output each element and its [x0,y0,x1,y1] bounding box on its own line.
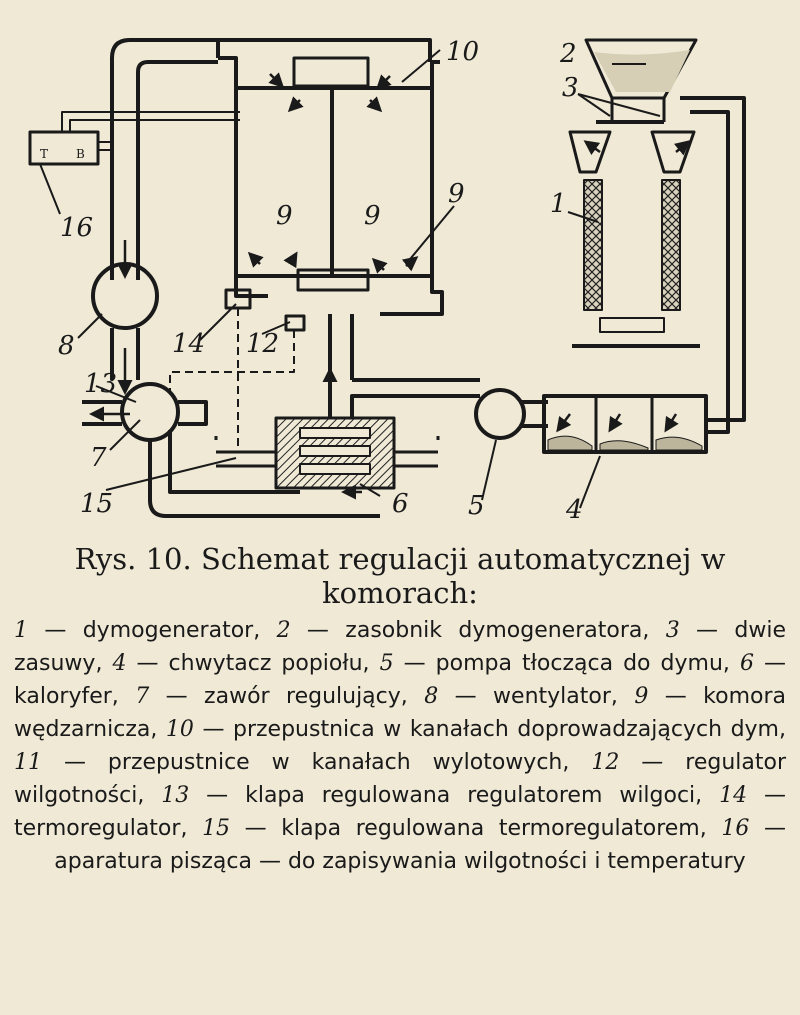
smoke-chamber-left [234,86,334,278]
legend-text: — zawór regulujący, [149,684,425,709]
legend-text: — zasobnik dymogeneratora, [290,618,666,643]
legend-text: — kaloryfer, [14,651,786,709]
generator-hopper [584,38,698,122]
legend-number: 7 [135,684,150,709]
legend-text: — aparatura pisząca — do zapisywania wil… [54,816,786,874]
regulation-diagram: 10 2 3 1 9 9 9 16 8 14 12 13 7 15 6 5 4 … [28,37,746,525]
legend-text: — dymogenerator, [28,618,277,643]
heater [214,416,440,490]
legend-text: — pompa tłocząca do dymu, [393,651,740,676]
legend-text: — klapa regulowana termoregulatorem, [230,816,722,841]
label-14: 14 [172,329,205,359]
legend-number: 13 [161,783,190,808]
legend-number: 6 [739,651,754,676]
label-3: 3 [562,73,579,103]
legend-number: 8 [424,684,439,709]
label-16: 16 [60,213,93,243]
legend-number: 10 [165,717,194,742]
label-10: 9 [448,179,465,209]
legend-text: — regulator wilgotności, [14,750,786,808]
regulating-valve [82,382,380,518]
legend-number: 2 [276,618,291,643]
label-7: 7 [90,443,107,473]
legend-text: — przepustnice w kanałach wylotowych, [42,750,592,775]
legend-number: 11 [14,750,42,775]
legend-text: — przepustnica w kanałach doprowadzający… [193,717,786,742]
legend-number: 4 [112,651,127,676]
label-15: 15 [80,489,113,519]
legend-text: — dwie zasuwy, [14,618,787,676]
legend-number: 3 [665,618,680,643]
label-2: 2 [559,39,577,69]
legend-text: — wentylator, [438,684,635,709]
legend-number: 12 [591,750,620,775]
return-duct [110,38,218,280]
label-9-right: 9 [364,201,381,231]
legend-text: — komora wędzarnicza, [14,684,786,742]
caption-legend: 1 — dymogenerator, 2 — zasobnik dymogene… [14,614,786,878]
ash-catcher [542,394,708,454]
smoke-chamber-right [330,86,434,278]
legend-text: — termoregulator, [14,783,787,841]
gauge-b: B [76,147,85,161]
figure-caption: Rys. 10. Schemat regulacji automatycznej… [14,542,786,878]
label-12: 12 [246,329,279,359]
legend-number: 9 [634,684,649,709]
label-6: 6 [392,489,409,519]
label-11: 10 [446,37,479,67]
label-5: 5 [468,491,485,521]
smoke-pump [474,388,548,440]
legend-number: 16 [721,816,750,841]
legend-text: — chwytacz popiołu, [126,651,380,676]
label-1: 1 [550,189,567,219]
label-4: 4 [565,495,583,525]
legend-number: 15 [202,816,231,841]
legend-number: 14 [719,783,748,808]
label-9-left: 9 [276,201,293,231]
legend-number: 5 [379,651,394,676]
label-8: 8 [58,331,75,361]
recorder [28,111,240,166]
smoke-generator [568,120,700,348]
gauge-t: T [40,147,48,161]
legend-text: — klapa regulowana regulatorem wilgoci, [189,783,720,808]
label-13: 13 [84,369,117,399]
legend-number: 1 [14,618,28,643]
caption-title: Rys. 10. Schemat regulacji automatycznej… [74,542,726,610]
